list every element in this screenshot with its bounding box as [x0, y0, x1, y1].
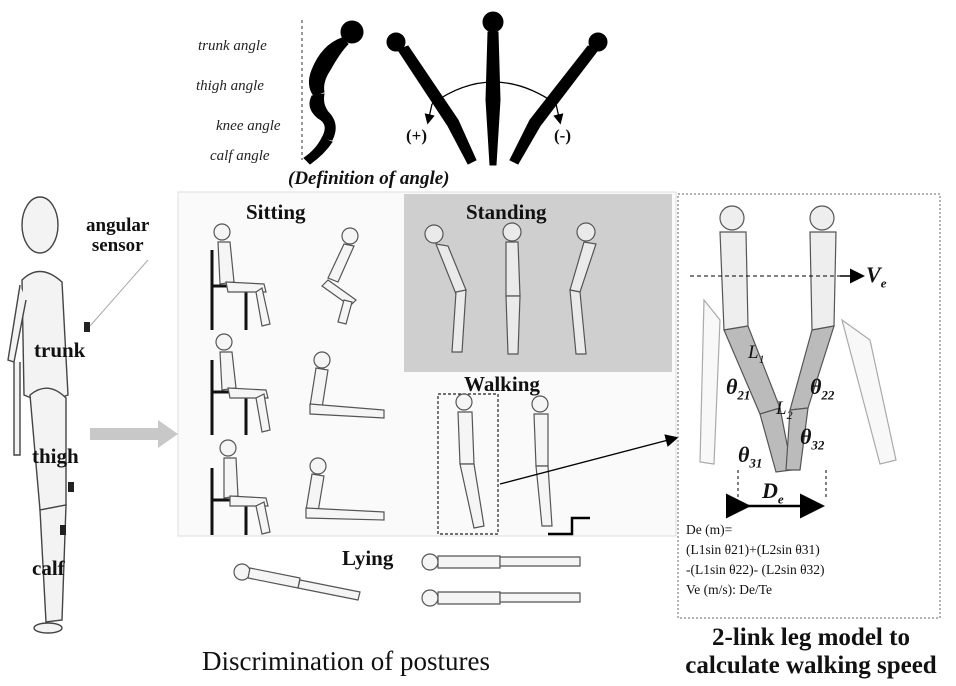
theta31-subscript: 31: [749, 455, 762, 470]
lying-label: Lying: [342, 546, 393, 571]
theta32-subscript: 32: [811, 437, 824, 452]
trunk-label: trunk: [34, 338, 85, 363]
lying-figures: [234, 554, 580, 606]
ve-label: Ve: [866, 262, 886, 291]
formula-line-1: De (m)=: [686, 520, 825, 540]
model-caption-line-2: calculate walking speed: [684, 652, 938, 680]
sitting-label: Sitting: [246, 200, 306, 225]
thigh-angle-label: thigh angle: [196, 78, 264, 95]
de-symbol: D: [762, 478, 778, 503]
de-label: De: [762, 478, 784, 507]
sensor-label-line-1: angular: [86, 216, 149, 236]
model-caption: 2-link leg model to calculate walking sp…: [684, 624, 938, 680]
formula-line-4: Ve (m/s): De/Te: [686, 580, 825, 600]
de-subscript: e: [778, 491, 784, 506]
theta21-subscript: 21: [737, 387, 750, 402]
bending-figure: [302, 20, 363, 164]
transition-arrow: [90, 420, 178, 448]
calf-angle-label: calf angle: [210, 148, 270, 165]
l1-label: L1: [748, 342, 765, 367]
l2-symbol: L: [776, 398, 787, 419]
postures-caption: Discrimination of postures: [202, 646, 490, 677]
l2-label: L2: [776, 398, 793, 423]
walking-speed-formula: De (m)= (L1sin θ21)+(L2sin θ31) -(L1sin …: [686, 520, 825, 600]
l1-subscript: 1: [759, 352, 765, 366]
theta32-label: θ32: [800, 424, 824, 453]
theta31-label: θ31: [738, 442, 762, 471]
thigh-label: thigh: [32, 444, 79, 469]
plus-sign: (+): [406, 126, 427, 146]
theta21-label: θ21: [726, 374, 750, 403]
knee-angle-label: knee angle: [216, 118, 281, 135]
minus-sign: (-): [554, 126, 571, 146]
formula-line-2: (L1sin θ21)+(L2sin θ31): [686, 540, 825, 560]
angular-sensor-label: angular sensor: [86, 216, 149, 256]
walking-label: Walking: [464, 372, 540, 397]
standing-label: Standing: [466, 200, 547, 225]
model-caption-line-1: 2-link leg model to: [684, 624, 938, 652]
sensor-label-line-2: sensor: [86, 236, 149, 256]
theta22-subscript: 22: [821, 387, 834, 402]
trunk-angle-label: trunk angle: [198, 38, 267, 55]
l1-symbol: L: [748, 342, 759, 363]
calf-label: calf: [32, 556, 65, 581]
ve-subscript: e: [881, 275, 887, 290]
theta22-label: θ22: [810, 374, 834, 403]
formula-line-3: -(L1sin θ22)- (L2sin θ32): [686, 560, 825, 580]
sensor-body-figure: [8, 197, 148, 633]
angle-definition-caption: (Definition of angle): [288, 168, 450, 190]
ve-symbol: V: [866, 262, 881, 287]
l2-subscript: 2: [787, 408, 793, 422]
